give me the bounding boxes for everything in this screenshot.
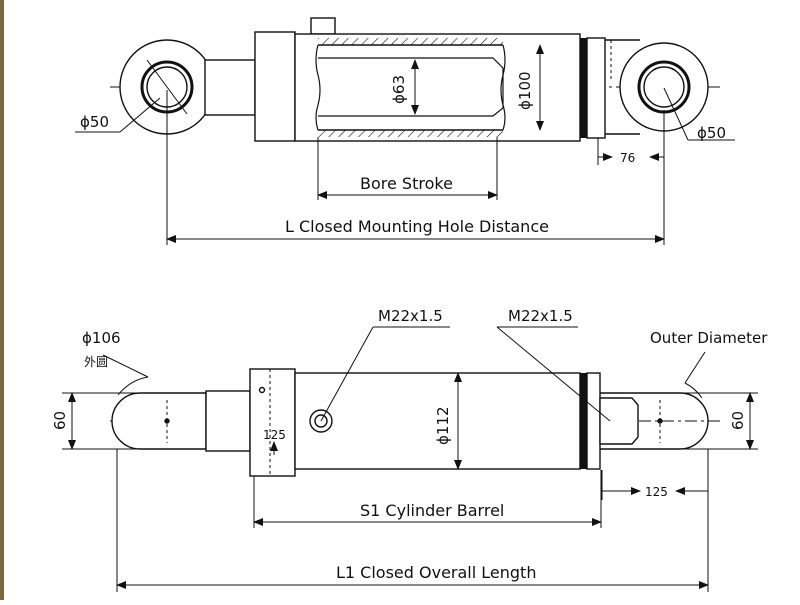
bottom-port-left bbox=[309, 409, 333, 433]
bottom-right-eye bbox=[600, 392, 709, 450]
top-rod-end bbox=[204, 59, 256, 116]
bottom-barrel-dia: ϕ112 bbox=[434, 406, 452, 445]
bottom-view bbox=[62, 326, 758, 592]
bottom-barrel-label: S1 Cylinder Barrel bbox=[360, 501, 504, 520]
top-right-eye-dia: ϕ50 bbox=[697, 124, 726, 142]
top-view bbox=[75, 17, 735, 245]
bottom-port-right-label: M22x1.5 bbox=[508, 307, 573, 325]
top-eye-offset: 76 bbox=[620, 151, 635, 165]
bottom-outer-diameter-label: Outer Diameter bbox=[650, 329, 768, 347]
bottom-band bbox=[580, 373, 587, 469]
bottom-overall-label: L1 Closed Overall Length bbox=[336, 563, 536, 582]
top-port-stub bbox=[310, 17, 336, 35]
bottom-clevis bbox=[599, 397, 639, 445]
top-right-eye bbox=[619, 42, 709, 132]
top-closed-distance-label: L Closed Mounting Hole Distance bbox=[285, 217, 549, 236]
top-barrel bbox=[294, 33, 581, 142]
top-band bbox=[580, 38, 587, 138]
bottom-rod-end bbox=[205, 390, 251, 452]
bottom-port-left-label: M22x1.5 bbox=[378, 307, 443, 325]
bottom-left-eye bbox=[111, 392, 207, 450]
bottom-port-offset-left: 125 bbox=[263, 428, 286, 442]
top-bore-dia: ϕ100 bbox=[516, 71, 534, 110]
bottom-rear-cap bbox=[586, 372, 601, 470]
top-rod-dia: ϕ63 bbox=[390, 75, 408, 104]
bottom-left-note: 外圆 bbox=[84, 355, 108, 369]
bottom-barrel bbox=[294, 372, 581, 470]
frame-edge bbox=[0, 0, 4, 600]
top-left-eye-dia: ϕ50 bbox=[80, 113, 109, 131]
top-stroke-label: Bore Stroke bbox=[360, 174, 453, 193]
top-rear-cap bbox=[586, 37, 606, 139]
bottom-gland bbox=[249, 368, 296, 477]
bottom-right-width: 60 bbox=[729, 411, 747, 430]
bottom-left-dia: ϕ106 bbox=[82, 329, 121, 347]
bottom-port-offset-right: 125 bbox=[645, 485, 668, 499]
bottom-left-width: 60 bbox=[51, 411, 69, 430]
top-gland bbox=[254, 31, 296, 142]
